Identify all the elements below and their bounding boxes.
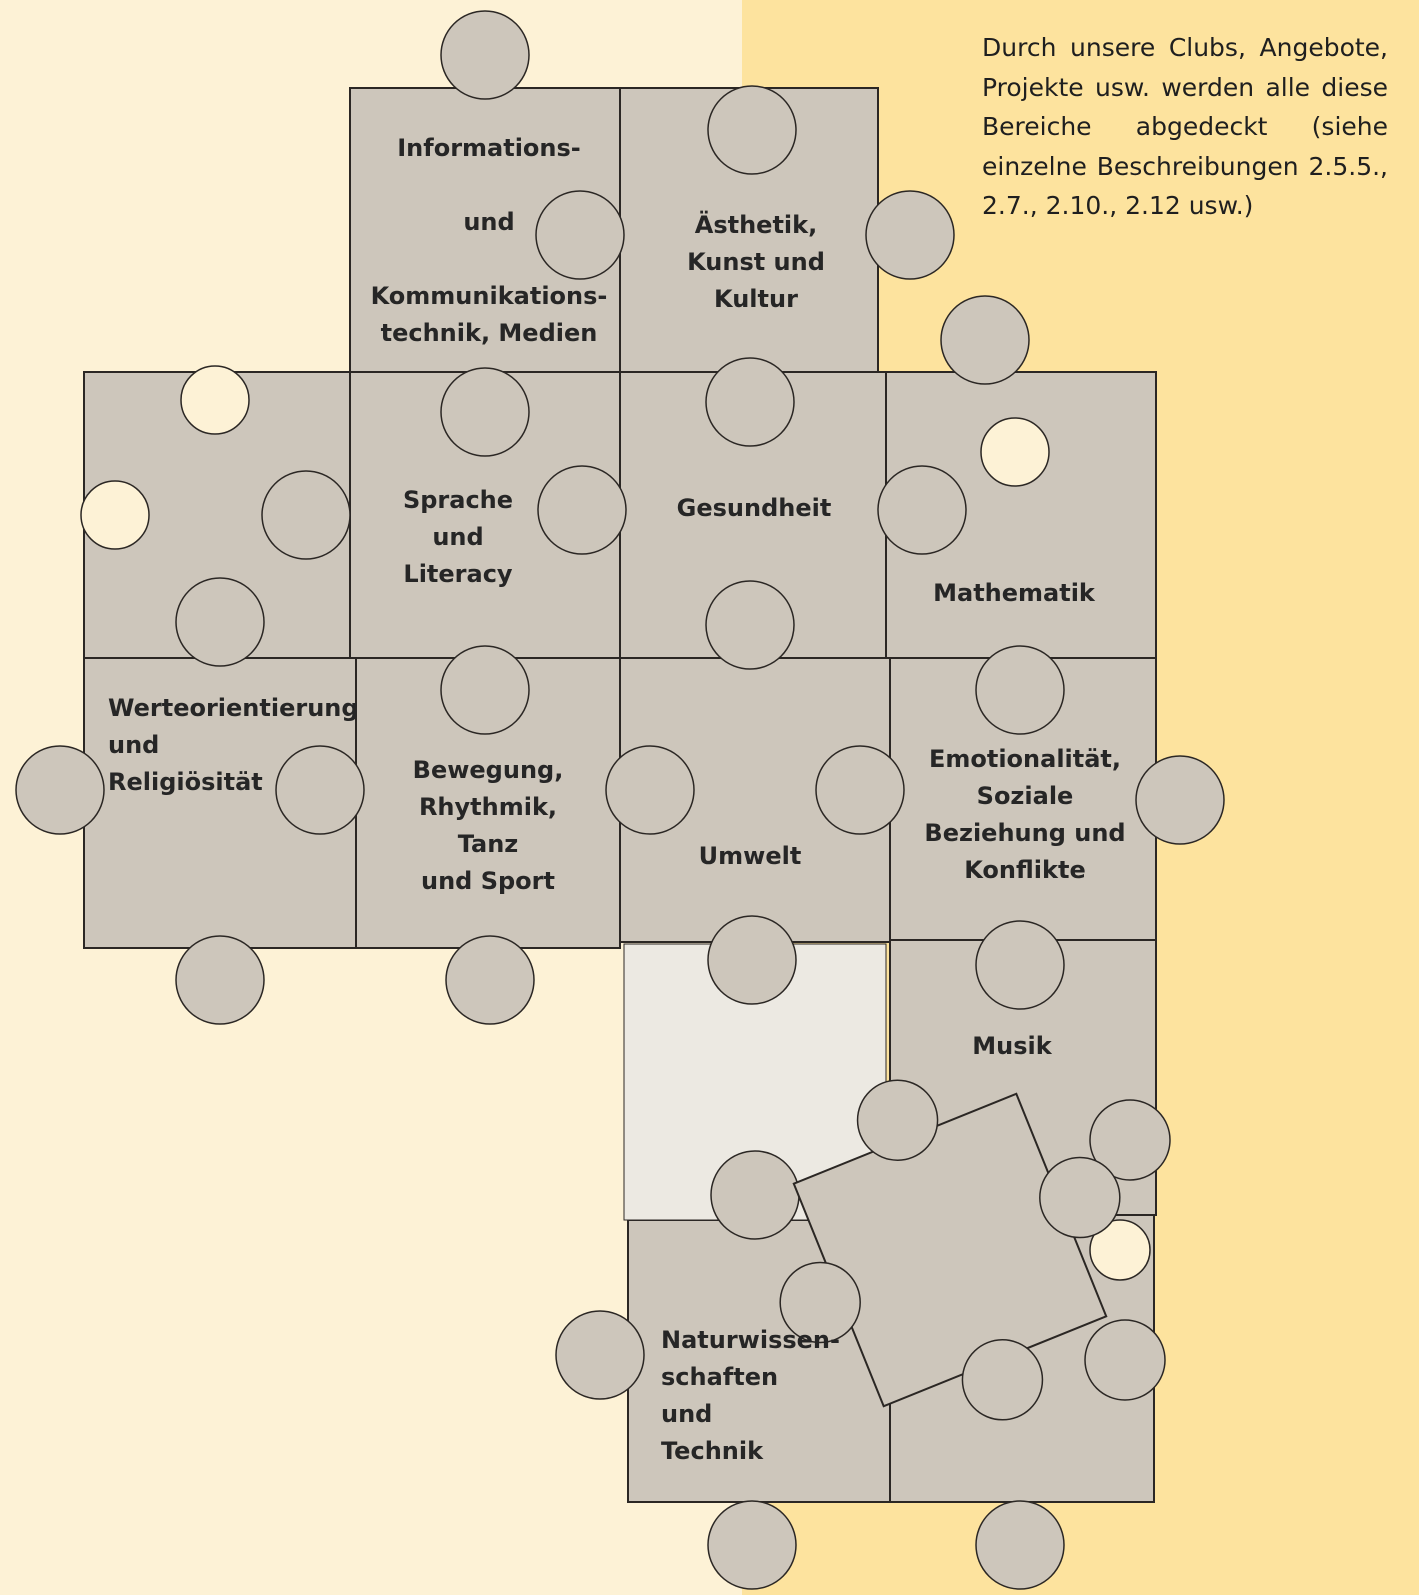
label-line: Mathematik (933, 579, 1095, 607)
knob (705, 580, 795, 670)
label-line: Tanz (457, 830, 519, 858)
puzzle-knobs (15, 10, 1225, 1590)
knob (440, 645, 530, 735)
label-line: und (108, 731, 160, 759)
knob (440, 367, 530, 457)
label-line: Kommunikations- (370, 282, 608, 310)
knob (975, 645, 1065, 735)
label-line: Emotionalität, (928, 745, 1122, 773)
knob (710, 1150, 800, 1240)
knob (275, 745, 365, 835)
piece-label-sprache: Sprache und Literacy (403, 482, 513, 593)
label-line: Beziehung und (924, 819, 1126, 847)
knob (705, 357, 795, 447)
knob (440, 10, 530, 100)
piece-label-emotionalitaet: Emotionalität, Soziale Beziehung und Kon… (924, 741, 1125, 889)
piece-label-information: Informations- und Kommunikations- techni… (371, 130, 608, 352)
piece-label-gesundheit: Gesundheit (677, 490, 832, 527)
knob (707, 1500, 797, 1590)
label-line: Kunst und (687, 248, 825, 276)
knob (1089, 1099, 1171, 1181)
label-line: Musik (972, 1032, 1052, 1060)
knob (555, 1310, 645, 1400)
label-line: Naturwissen- (661, 1326, 840, 1354)
piece-label-aesthetik: Ästhetik, Kunst und Kultur (687, 207, 825, 318)
knob (865, 190, 955, 280)
label-line: Konflikte (964, 856, 1086, 884)
label-line: technik, Medien (380, 319, 598, 347)
piece-label-musik: Musik (972, 1028, 1051, 1065)
loose-puzzle-piece (779, 1079, 1121, 1421)
label-line: Ästhetik, (694, 211, 818, 239)
knob (707, 85, 797, 175)
piece-label-werteorientierung: Werteorientierung und Religiösität (108, 690, 359, 801)
knob (707, 915, 797, 1005)
knob (535, 190, 625, 280)
label-line: und (661, 1400, 713, 1428)
label-line: Kultur (714, 285, 798, 313)
piece-label-mathematik: Mathematik (933, 575, 1095, 612)
knob (940, 295, 1030, 385)
knob (175, 935, 265, 1025)
label-line: Technik (661, 1437, 764, 1465)
knob (537, 465, 627, 555)
knob (975, 920, 1065, 1010)
knob (815, 745, 905, 835)
knob (261, 470, 351, 560)
label-line: Umwelt (698, 842, 802, 870)
knob (445, 935, 535, 1025)
label-line: Gesundheit (676, 494, 832, 522)
puzzle-sockets (80, 365, 1151, 1281)
label-line: Informations- (397, 134, 581, 162)
label-line: Werteorientierung (108, 694, 359, 722)
knob (15, 745, 105, 835)
label-line: Sprache (402, 486, 514, 514)
label-line: und (463, 208, 515, 236)
label-line: schaften (661, 1363, 779, 1391)
knob (605, 745, 695, 835)
label-line: Bewegung, (412, 756, 564, 784)
label-line: Religiösität (108, 768, 263, 796)
label-line: und Sport (421, 867, 555, 895)
knob (1135, 755, 1225, 845)
knob (1084, 1319, 1166, 1401)
knob (877, 465, 967, 555)
knob (175, 577, 265, 667)
label-line: Soziale (976, 782, 1074, 810)
label-line: Rhythmik, (418, 793, 558, 821)
intro-text: Durch unsere Clubs, Angebote, Projekte u… (982, 33, 1388, 220)
piece-label-naturwissenschaften: Naturwissen- schaften und Technik (661, 1322, 840, 1470)
label-line: Literacy (403, 560, 513, 588)
piece-label-bewegung: Bewegung, Rhythmik, Tanz und Sport (413, 752, 564, 900)
label-line: und (432, 523, 484, 551)
piece-label-umwelt: Umwelt (699, 838, 802, 875)
knob (975, 1500, 1065, 1590)
